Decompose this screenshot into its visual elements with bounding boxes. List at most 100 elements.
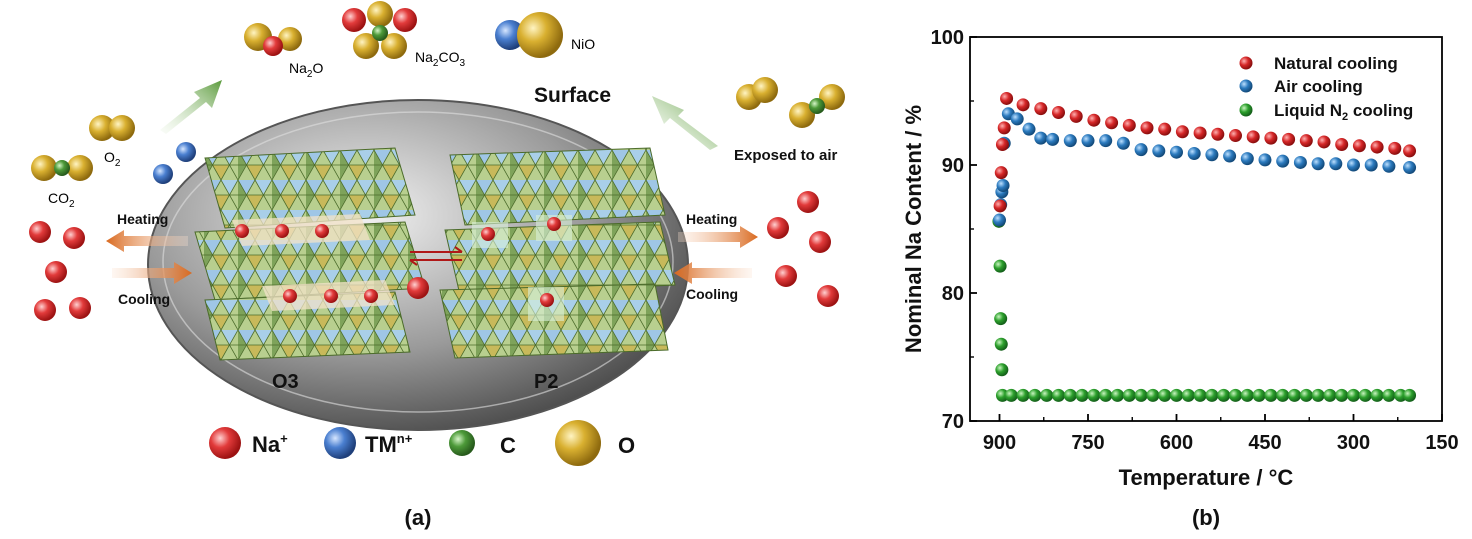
liquid-n2-cooling-point <box>1299 388 1313 402</box>
natural-cooling-point <box>1087 113 1101 127</box>
liquid-n2-cooling-point <box>1193 388 1207 402</box>
air-cooling-point <box>1382 159 1396 173</box>
plot-frame <box>969 36 1443 422</box>
air-cooling-point <box>1170 145 1183 159</box>
legend-marker-liquid <box>1239 103 1253 117</box>
liquid-n2-cooling-point <box>1040 388 1054 402</box>
liquid-n2-cooling-point <box>1158 388 1172 402</box>
liquid-n2-cooling-point <box>1052 388 1065 402</box>
legend-c-ball <box>449 430 475 456</box>
legend-o-ball <box>555 420 601 466</box>
liquid-n2-cooling-point <box>1229 388 1242 402</box>
lattice-na-atoms <box>235 217 561 307</box>
liquid-n2-cooling-point <box>1276 388 1290 402</box>
x-axis-label: Temperature / °C <box>1119 465 1294 490</box>
x-tick-label: 900 <box>983 432 1016 454</box>
co2-molecule <box>31 155 93 181</box>
natural-cooling-point <box>995 138 1009 152</box>
arrow-up-left-icon <box>652 96 718 150</box>
liquid-n2-cooling-point <box>1382 388 1396 402</box>
natural-cooling-point <box>1122 118 1136 132</box>
liquid-n2-cooling-point <box>1358 388 1372 402</box>
liquid-n2-cooling-point <box>993 259 1007 273</box>
tm-ions-left <box>153 142 196 184</box>
natural-cooling-point <box>1352 139 1366 153</box>
liquid-n2-cooling-point <box>1288 388 1301 402</box>
chart-legend: Natural cooling Air cooling Liquid N2 co… <box>1239 54 1413 123</box>
natural-cooling-point <box>1000 91 1014 105</box>
panel-a-schematic: Na2O Na2CO3 NiO O2 CO2 Surface Exposed t… <box>29 1 845 530</box>
x-tick-label: 300 <box>1337 432 1370 454</box>
liquid-n2-cooling-point <box>1205 388 1219 402</box>
legend-c-label: C <box>500 433 516 458</box>
legend-label-liquid: Liquid N2 cooling <box>1274 101 1413 123</box>
liquid-n2-cooling-point <box>1252 388 1266 402</box>
natural-cooling-point <box>1140 121 1154 135</box>
natural-cooling-point <box>1016 98 1030 112</box>
liquid-n2-cooling-point <box>1335 388 1349 402</box>
na-ions-left <box>29 221 91 321</box>
natural-cooling-point <box>1388 141 1402 155</box>
legend-na-label: Na+ <box>252 431 288 457</box>
label-cooling-left: Cooling <box>118 291 170 307</box>
air-cooling-point <box>993 213 1006 227</box>
liquid-n2-cooling-point <box>994 312 1008 326</box>
natural-cooling-point <box>1246 130 1260 144</box>
natural-cooling-point <box>1069 109 1083 123</box>
air-cooling-point <box>1022 122 1036 136</box>
air-cooling-point <box>1240 152 1254 166</box>
air-cooling-point <box>1010 112 1024 126</box>
particle-disc-rim <box>162 111 674 413</box>
label-heating-left: Heating <box>117 211 168 227</box>
liquid-n2-cooling-point <box>1099 388 1113 402</box>
air-cooling-point <box>1329 157 1343 171</box>
natural-cooling-point <box>1335 138 1349 152</box>
na2o-molecule <box>244 23 302 56</box>
liquid-n2-cooling-point <box>1004 388 1018 402</box>
air-cooling-point <box>1364 158 1378 172</box>
x-tick-label: 150 <box>1425 432 1458 454</box>
label-surface: Surface <box>534 84 611 107</box>
arrow-up-right-icon <box>160 80 222 134</box>
o3-crystal-block <box>194 147 426 361</box>
air-cooling-point <box>1276 154 1290 168</box>
air-cooling-point <box>1081 134 1095 148</box>
air-cooling-point <box>1034 131 1048 145</box>
label-na2co3: Na2CO3 <box>415 49 465 69</box>
equilibrium-arrows <box>409 246 463 266</box>
liquid-n2-cooling-point <box>1217 388 1231 402</box>
label-o3: O3 <box>272 371 299 393</box>
legend-tm-ball <box>324 427 356 459</box>
y-tick-label: 70 <box>942 411 964 433</box>
heating-left-arrow-icon <box>106 230 188 252</box>
legend-o-label: O <box>618 433 635 458</box>
legend-label-air: Air cooling <box>1274 77 1363 96</box>
natural-cooling-point <box>1317 135 1331 149</box>
x-tick-label: 600 <box>1160 432 1193 454</box>
natural-cooling-point <box>1282 132 1296 146</box>
natural-cooling-point <box>1264 131 1278 145</box>
liquid-n2-cooling-point <box>994 337 1008 351</box>
natural-cooling-point <box>1299 134 1313 148</box>
air-cooling-point <box>1099 134 1113 148</box>
liquid-n2-cooling-point <box>1347 388 1360 402</box>
natural-cooling-point <box>1052 106 1065 120</box>
panel-a-caption: (a) <box>405 505 432 530</box>
natural-cooling-point <box>1105 116 1119 130</box>
air-cooling-point <box>1403 161 1417 175</box>
air-cooling-point <box>996 178 1010 192</box>
y-tick-label: 100 <box>931 27 964 49</box>
legend-tm-label: TMn+ <box>365 431 413 457</box>
p2-crystal-block <box>439 147 676 359</box>
liquid-n2-cooling-point <box>1146 388 1160 402</box>
natural-cooling-point <box>1193 126 1207 140</box>
natural-cooling-point <box>1175 125 1189 139</box>
o2-molecule-right <box>736 77 778 110</box>
liquid-n2-cooling-point <box>1063 388 1077 402</box>
label-co2: CO2 <box>48 190 75 210</box>
natural-cooling-point <box>1034 102 1048 116</box>
liquid-n2-cooling-point <box>1170 388 1183 402</box>
